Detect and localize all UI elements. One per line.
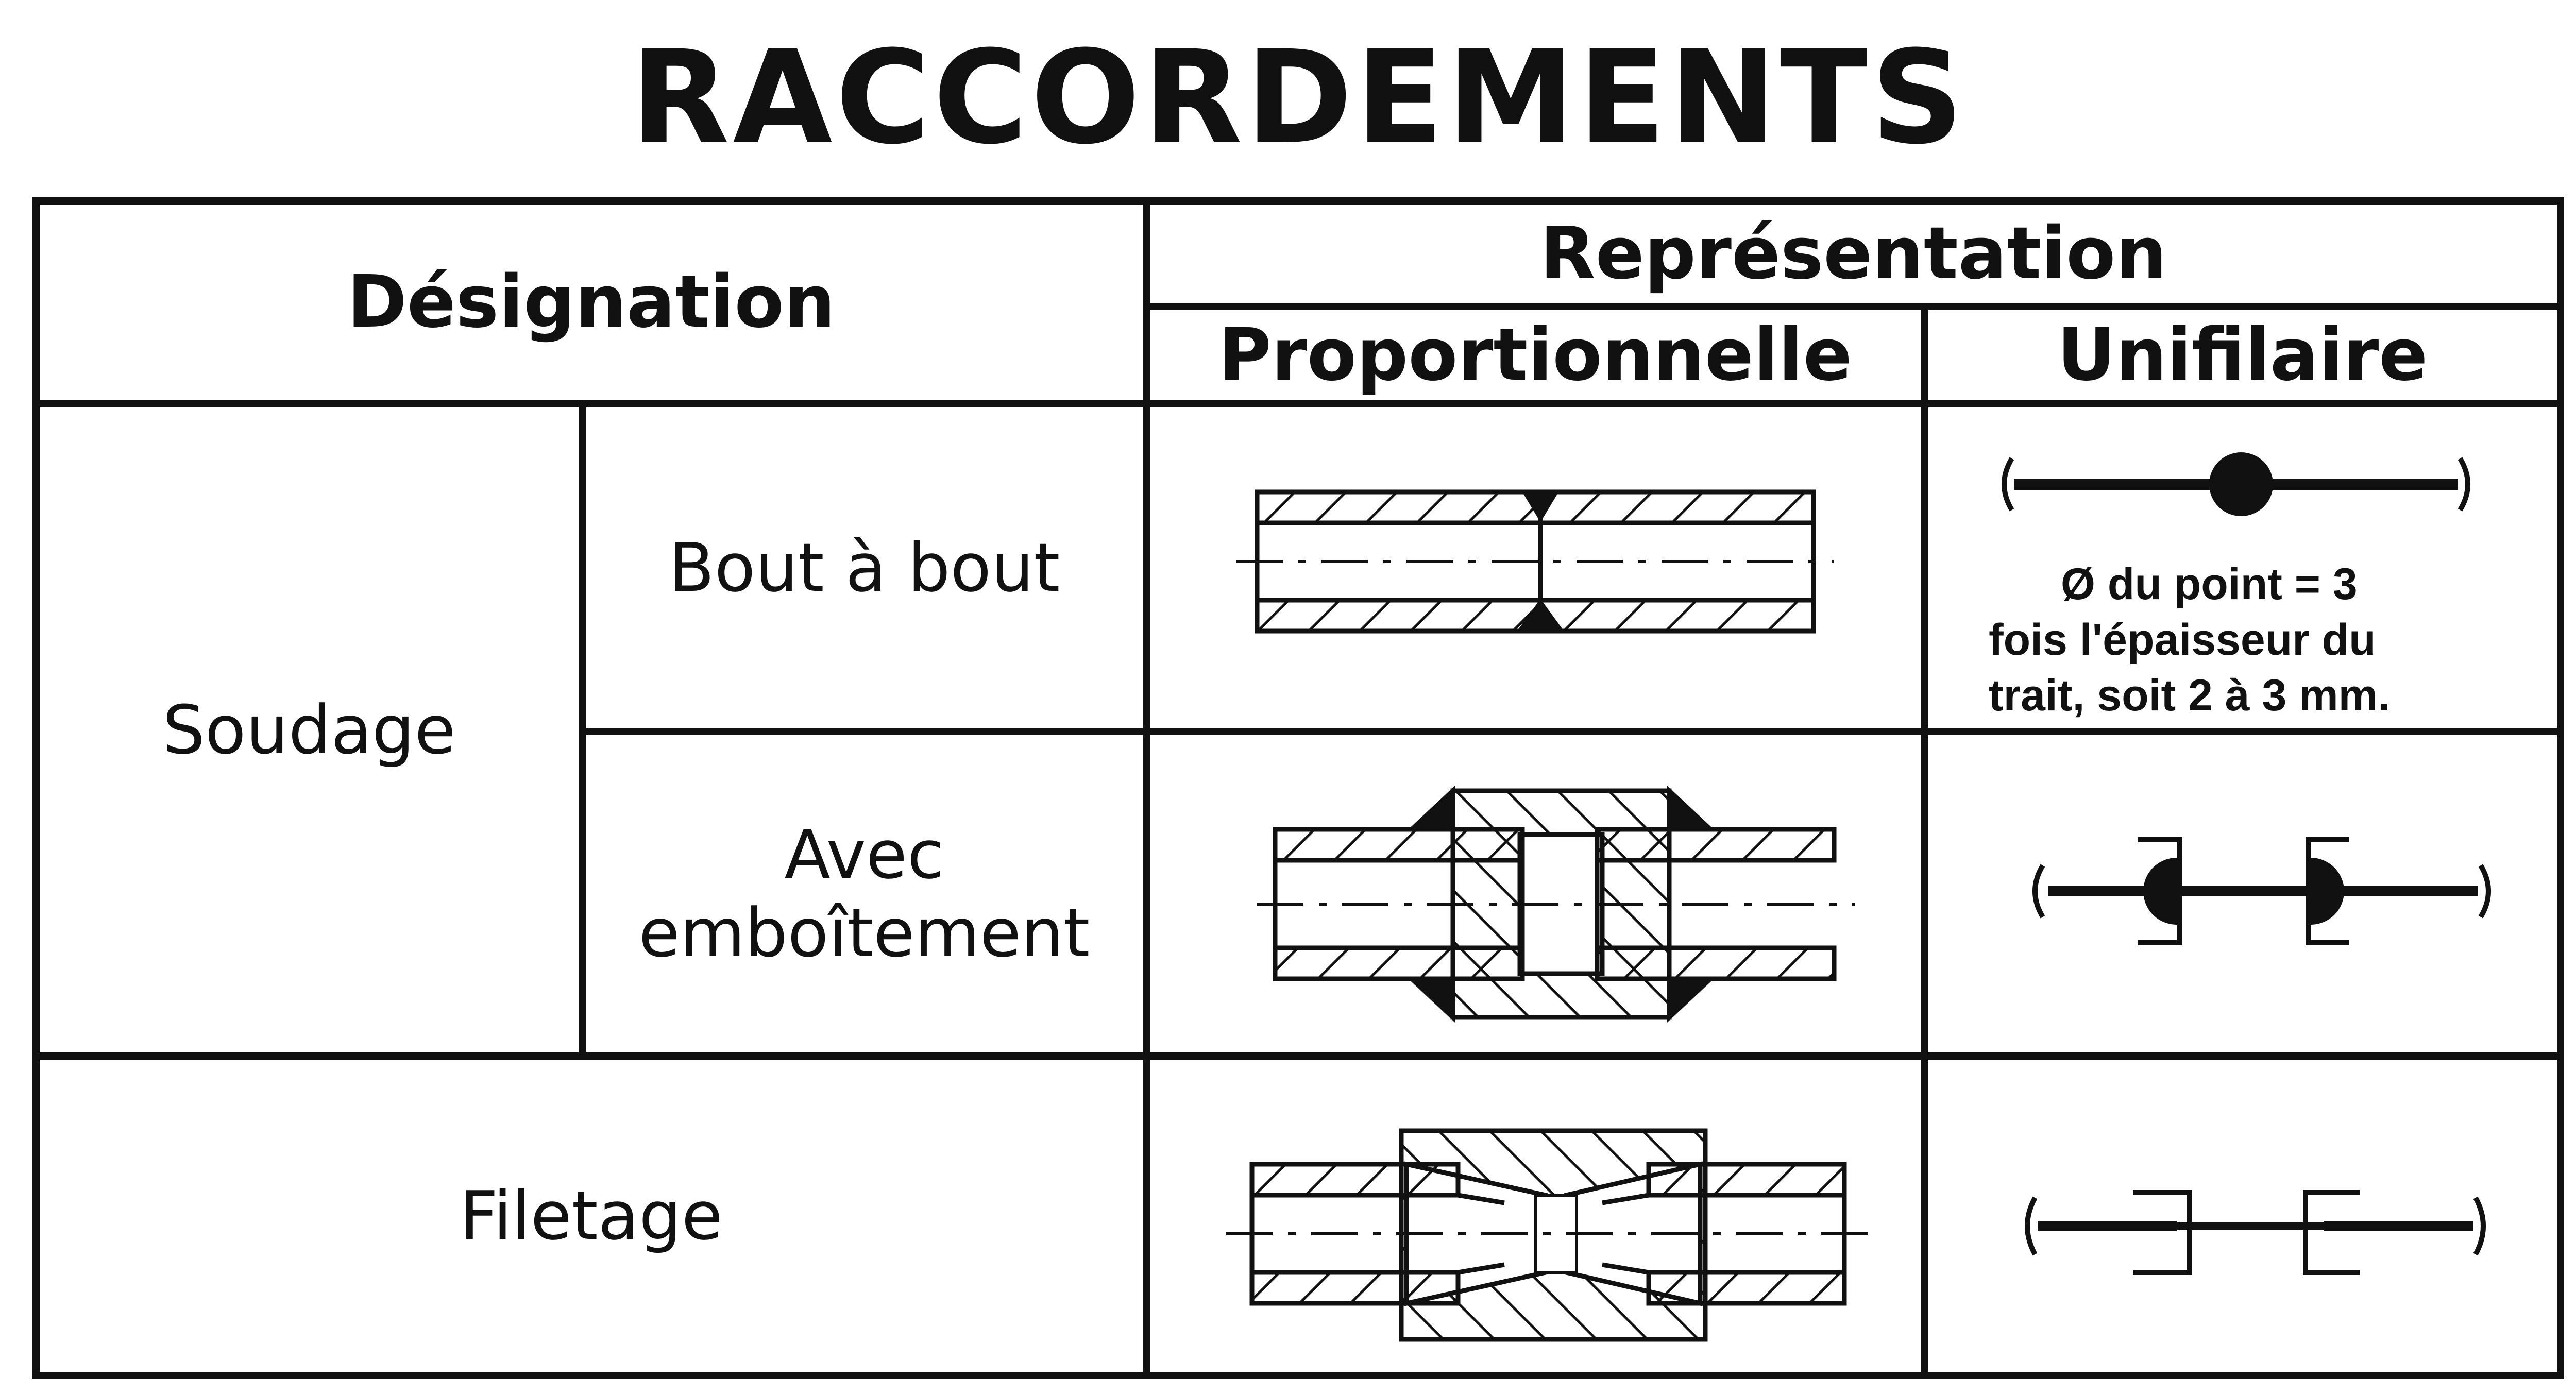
weld-half-dot-left (2143, 858, 2177, 925)
fillet-weld-top-left (1405, 785, 1455, 832)
socket-weld-proportional-drawing (1257, 785, 1855, 1023)
threaded-unifilar-symbol (2025, 1190, 2486, 1275)
row-label-soudage: Soudage (162, 690, 456, 769)
fillet-weld-top-right (1667, 785, 1717, 832)
socket-weld-unifilar-symbol (2032, 837, 2491, 945)
page-title: RACCORDEMENTS (630, 23, 1967, 173)
butt-weld-unifilar-symbol (2002, 452, 2470, 516)
row-label-filetage: Filetage (460, 1177, 723, 1255)
header-representation: Représentation (1539, 212, 2167, 296)
fillet-weld-bottom-right (1667, 976, 1717, 1023)
table-grid (32, 197, 2564, 1379)
weld-point-icon (2209, 452, 2273, 516)
note-line-2: fois l'épaisseur du (1989, 615, 2376, 665)
note-line-3: trait, soit 2 à 3 mm. (1989, 671, 2391, 720)
weld-point-note: Ø du point = 3 fois l'épaisseur du trait… (1989, 556, 2535, 723)
fillet-weld-bottom-left (1405, 976, 1455, 1023)
weld-half-dot-right (2311, 858, 2344, 925)
butt-weld-proportional-drawing (1236, 489, 1834, 634)
weld-bead-top (1521, 489, 1560, 522)
note-line-1: Ø du point = 3 (2061, 559, 2358, 609)
header-unifilaire: Unifilaire (2057, 313, 2428, 397)
threaded-proportional-drawing (1226, 1128, 1870, 1342)
header-designation: Désignation (347, 260, 836, 344)
header-proportionnelle: Proportionnelle (1218, 313, 1852, 397)
row-label-avec-emboitement: Avec emboîtement (638, 815, 1090, 972)
row-label-bout-a-bout: Bout à bout (668, 528, 1060, 607)
weld-bead-bottom (1515, 599, 1566, 634)
table-border (32, 197, 2564, 1379)
